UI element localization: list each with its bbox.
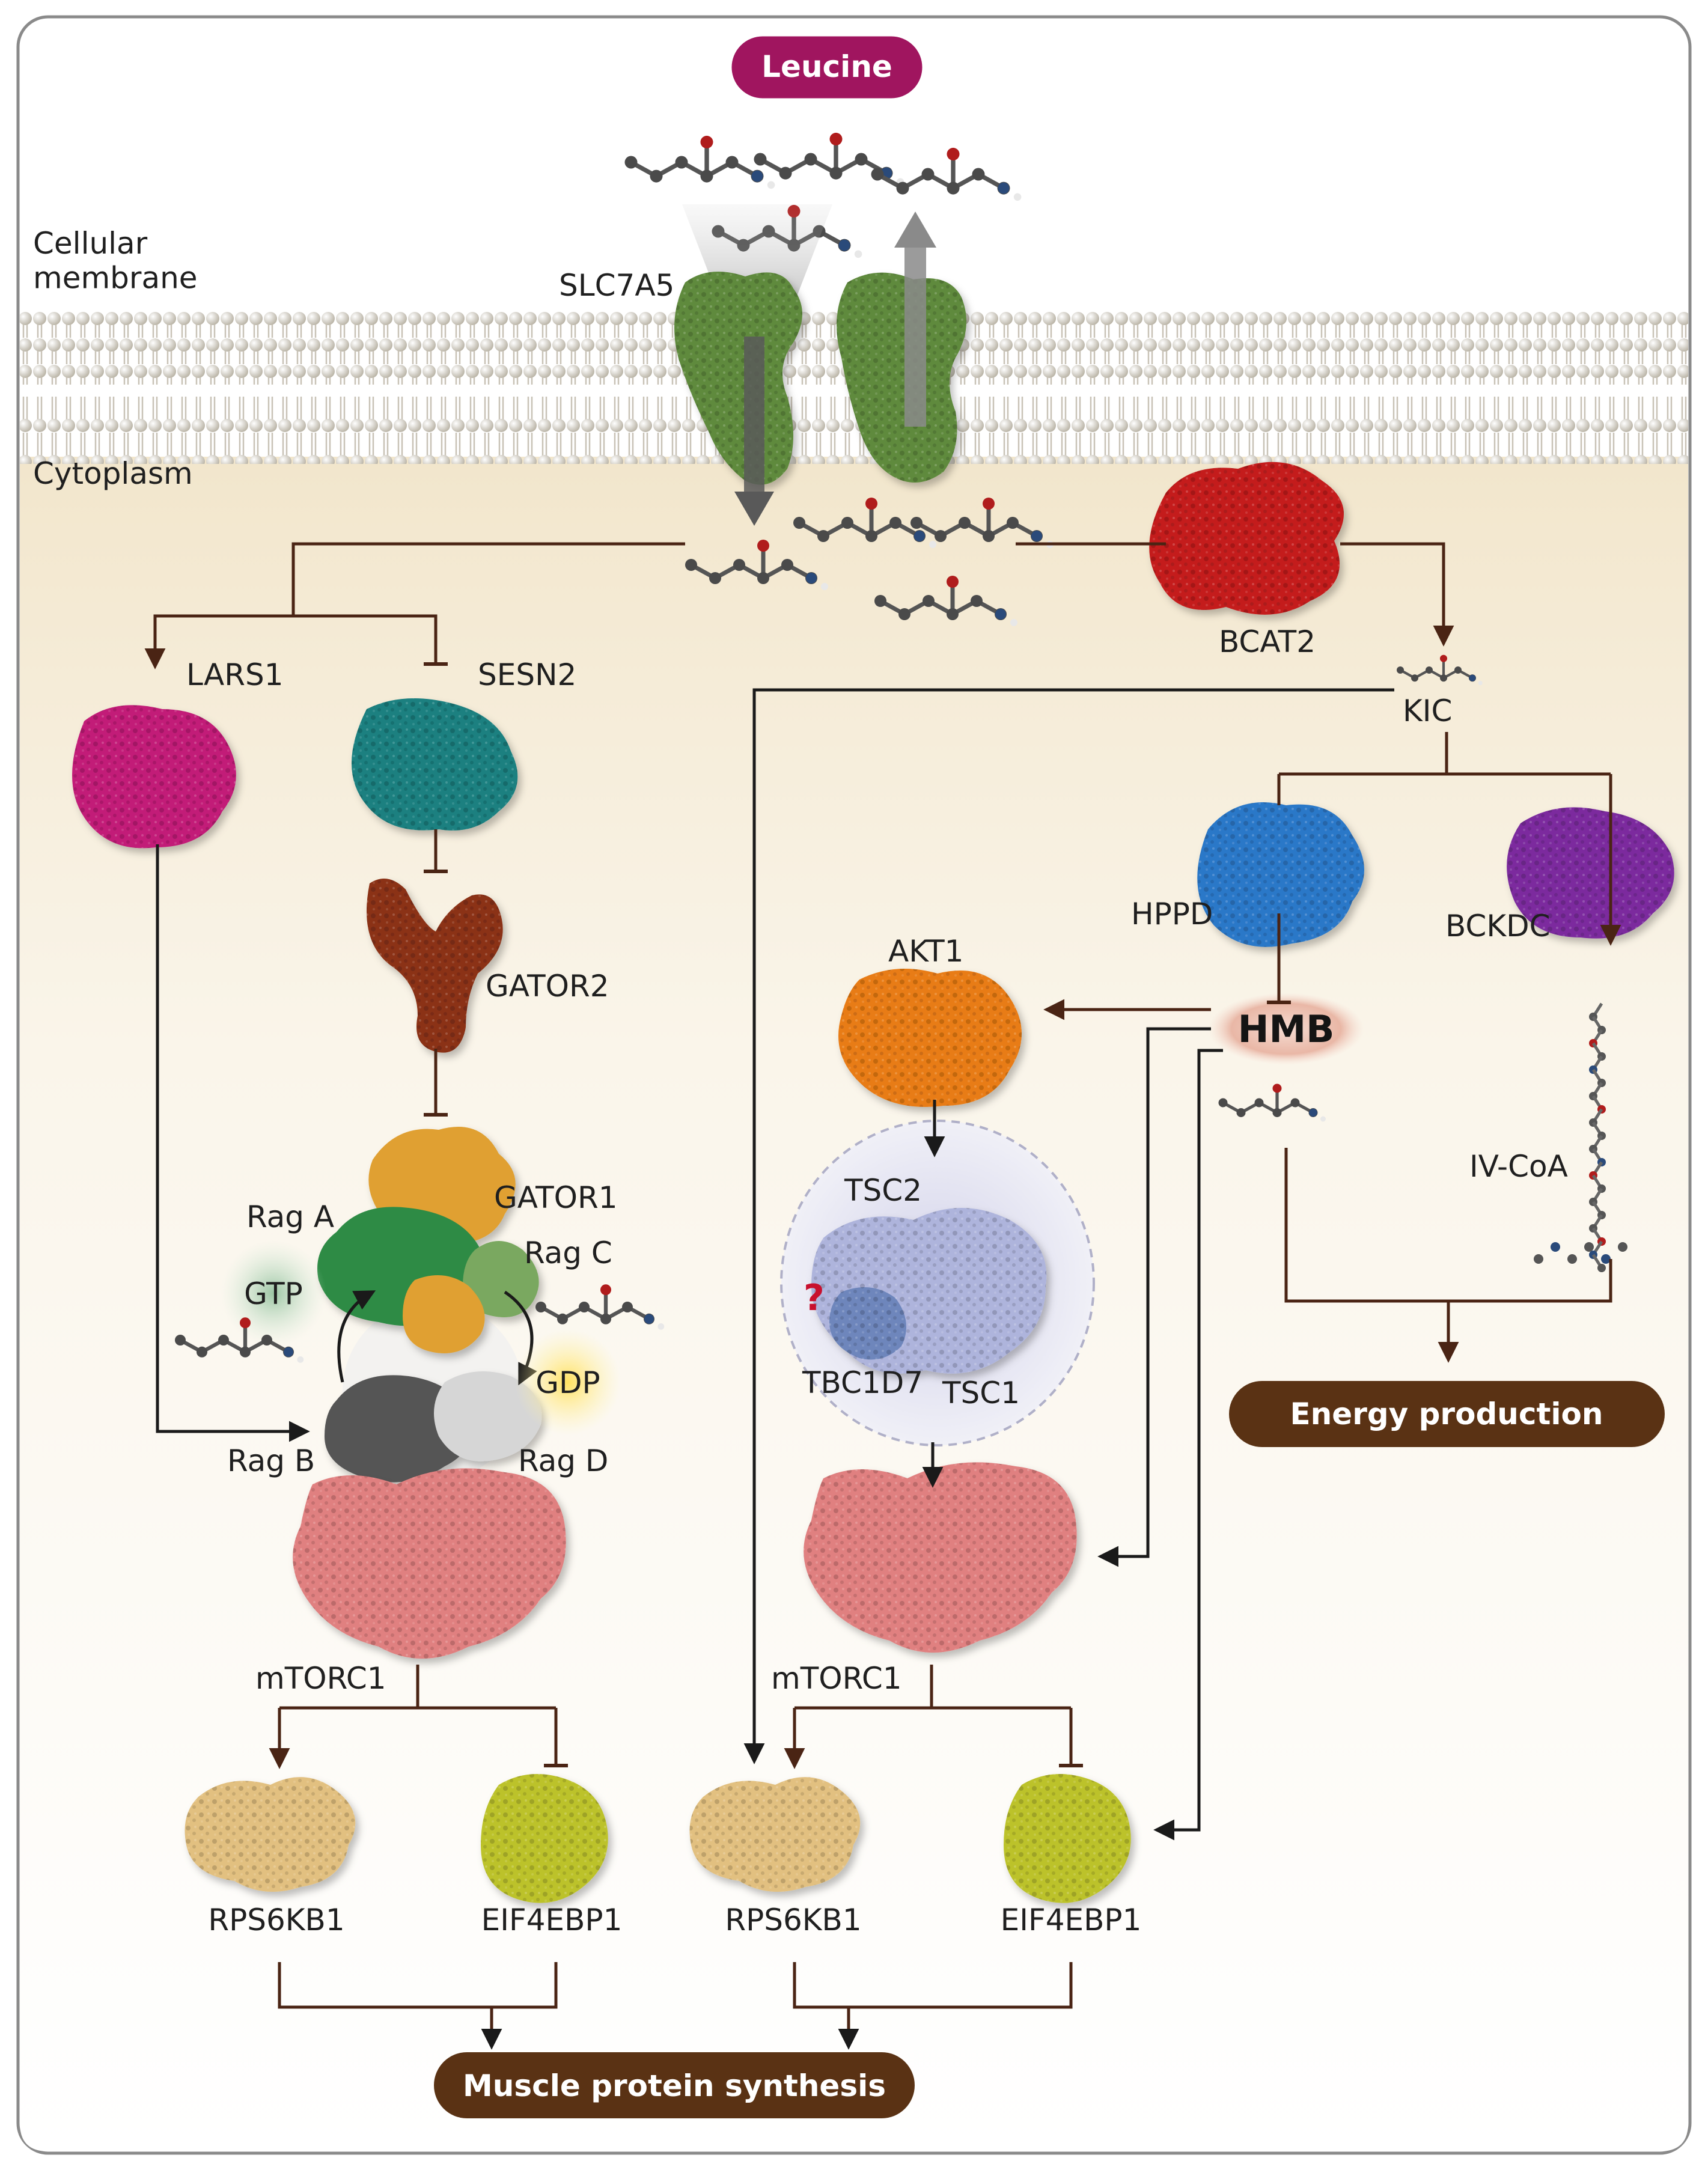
eif4ebp1-left-protein <box>481 1774 608 1903</box>
kic-molecule <box>1397 654 1483 686</box>
bckdc-protein <box>1507 807 1674 939</box>
mtorc1-right-protein <box>804 1462 1077 1653</box>
mtorc1-right-label: mTORC1 <box>771 1661 902 1696</box>
energy-production-node: Energy production <box>1229 1381 1665 1447</box>
gdp-glow <box>515 1329 621 1435</box>
akt1-label: AKT1 <box>888 934 963 969</box>
pathway-connectors-secondary <box>156 688 1394 1841</box>
gtp-label: GTP <box>244 1276 303 1311</box>
rag-a-label: Rag A <box>246 1199 334 1234</box>
hmb-glow <box>1208 993 1364 1065</box>
bckdc-label: BCKDC <box>1445 909 1551 943</box>
energy-production-label: Energy production <box>1290 1397 1603 1431</box>
rag-c-label: Rag C <box>524 1236 612 1270</box>
lars1-protein <box>72 705 236 849</box>
leucine-label: Leucine <box>761 49 892 84</box>
gator2-protein <box>367 879 503 1053</box>
rps6kb1-right-protein <box>689 1777 861 1892</box>
kic-label: KIC <box>1403 693 1452 728</box>
sesn2-protein <box>352 698 518 831</box>
hppd-label: HPPD <box>1131 897 1213 931</box>
intracellular-leucine-molecules <box>685 498 1054 626</box>
slc7a5-label: SLC7A5 <box>559 268 674 303</box>
gator1-rag-complex <box>317 1127 542 1483</box>
unknown-mark: ? <box>804 1277 825 1319</box>
eif4ebp1-left-label: EIF4EBP1 <box>481 1903 623 1937</box>
iv-coa-molecule <box>1534 1002 1627 1272</box>
eif4ebp1-right-protein <box>1004 1774 1131 1903</box>
iv-coa-label: IV-CoA <box>1469 1149 1568 1184</box>
gdp-molecule <box>535 1284 665 1330</box>
cytoplasm-label: Cytoplasm <box>33 456 193 491</box>
gdp-label: GDP <box>535 1365 600 1400</box>
hmb-label: HMB <box>1238 1007 1335 1051</box>
eif4ebp1-right-label: EIF4EBP1 <box>1001 1903 1142 1937</box>
rag-d-label: Rag D <box>518 1443 608 1478</box>
tsc-complex <box>780 1120 1095 1446</box>
rps6kb1-left-protein <box>185 1777 356 1892</box>
mtorc1-left-protein <box>293 1468 566 1659</box>
rps6kb1-left-label: RPS6KB1 <box>208 1903 344 1937</box>
rag-b-label: Rag B <box>227 1443 315 1478</box>
gtp-molecule <box>175 1317 304 1363</box>
leucine-node: Leucine <box>728 33 926 102</box>
gator1-label: GATOR1 <box>494 1180 618 1215</box>
muscle-protein-synthesis-label: Muscle protein synthesis <box>463 2068 886 2103</box>
tsc1-label: TSC1 <box>942 1376 1020 1410</box>
slc7a5-transporter <box>674 204 966 526</box>
pathway-connectors <box>144 542 1621 2050</box>
gator2-label: GATOR2 <box>486 969 609 1004</box>
hmb-molecule <box>1218 1083 1326 1122</box>
bcat2-protein <box>1149 462 1344 615</box>
hppd-protein <box>1197 802 1364 947</box>
muscle-protein-synthesis-node: Muscle protein synthesis <box>434 2052 915 2118</box>
lars1-label: LARS1 <box>186 657 284 692</box>
sesn2-label: SESN2 <box>478 657 576 692</box>
bcat2-label: BCAT2 <box>1219 624 1316 659</box>
akt1-protein <box>838 969 1022 1107</box>
rps6kb1-right-label: RPS6KB1 <box>725 1903 861 1937</box>
mtorc1-left-label: mTORC1 <box>255 1661 386 1696</box>
tbc1d7-label: TBC1D7 <box>802 1365 923 1400</box>
tsc2-label: TSC2 <box>844 1173 922 1208</box>
